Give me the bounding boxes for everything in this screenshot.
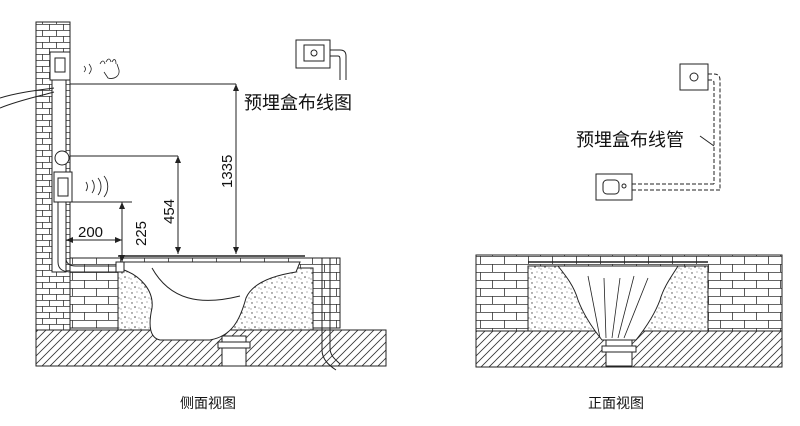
toilet-bowl-front (556, 265, 679, 341)
dimension-454 (175, 156, 181, 254)
floor-slab (35, 329, 387, 367)
hand-wave-icon (83, 58, 120, 79)
front-drain (605, 339, 633, 367)
side-view (0, 21, 387, 371)
dim-label-1335: 1335 (219, 155, 236, 188)
dim-label-200: 200 (78, 224, 103, 241)
front-sensor-box (595, 173, 720, 201)
side-view-caption: 侧面视图 (180, 396, 236, 412)
signal-arcs (85, 175, 109, 198)
front-view (475, 63, 783, 368)
toilet-bowl-side (123, 261, 301, 341)
dimension-1335 (233, 84, 239, 254)
front-view-caption: 正面视图 (588, 396, 644, 412)
dimension-200 (65, 232, 122, 248)
side-callout-label: 预埋盒布线图 (244, 93, 352, 114)
side-drain (221, 335, 247, 367)
dim-label-225: 225 (133, 221, 150, 246)
front-callout-label: 预埋盒布线管 (576, 130, 684, 151)
power-cable (0, 91, 55, 109)
inlet-valve (115, 261, 125, 273)
sensor-window (54, 150, 70, 166)
embedded-box-reference (295, 39, 347, 80)
dimension-225 (72, 201, 132, 262)
front-embedded-box (679, 63, 721, 190)
dim-label-454: 454 (161, 199, 178, 224)
